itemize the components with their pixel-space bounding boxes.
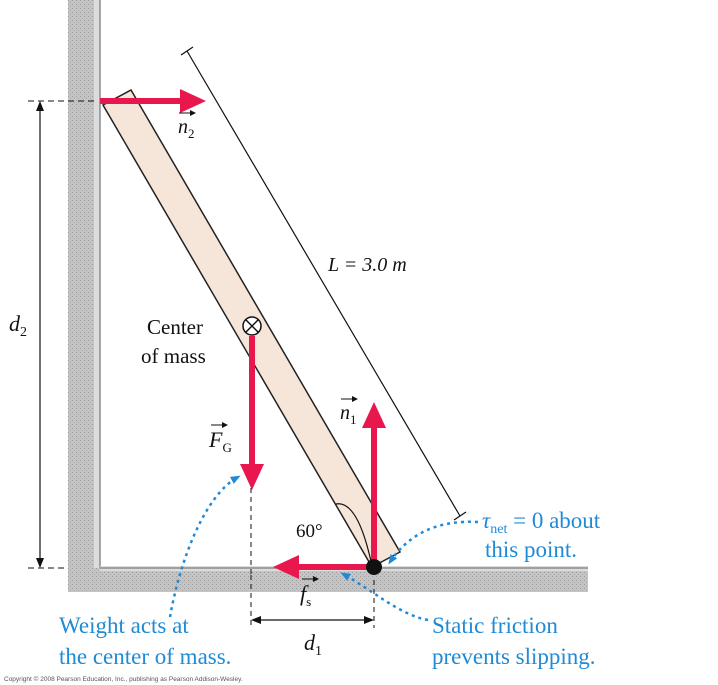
torque-tau: τ bbox=[482, 508, 491, 533]
torque-rest: = 0 about bbox=[507, 508, 600, 533]
fg-subscript: G bbox=[222, 440, 231, 455]
torque-pointer-line bbox=[388, 520, 479, 565]
force-n1-arrow bbox=[362, 402, 386, 567]
n2-vector-arrow-icon bbox=[179, 110, 196, 116]
length-label: L = 3.0 m bbox=[327, 254, 407, 276]
wall bbox=[68, 0, 101, 575]
force-fg-arrow bbox=[240, 336, 264, 490]
fs-subscript: s bbox=[306, 594, 311, 609]
n1-vector-arrow-icon bbox=[341, 396, 358, 402]
d1-letter: d bbox=[304, 630, 316, 655]
n1-letter: n bbox=[340, 402, 350, 424]
friction-annotation: Static friction prevents slipping. bbox=[432, 613, 596, 669]
n2-label: n2 bbox=[178, 116, 195, 141]
fg-letter: F bbox=[208, 427, 223, 452]
d2-subscript: 2 bbox=[20, 325, 27, 340]
center-of-mass-label: Center of mass bbox=[141, 315, 208, 368]
force-fs-arrow bbox=[273, 555, 372, 579]
length-dimension-line bbox=[180, 46, 467, 521]
d1-dimension bbox=[250, 575, 375, 628]
angle-arc bbox=[335, 503, 373, 567]
fg-label: FG bbox=[208, 427, 232, 455]
torque-annotation: τnet = 0 about this point. bbox=[482, 508, 606, 562]
center-of-mass-line1: Center bbox=[147, 315, 203, 339]
weight-line1: Weight acts at bbox=[59, 613, 189, 638]
d2-dimension bbox=[28, 100, 96, 569]
weight-line2: the center of mass. bbox=[59, 644, 231, 669]
d1-label: d1 bbox=[304, 630, 322, 659]
pivot-point bbox=[366, 559, 382, 575]
n2-subscript: 2 bbox=[188, 126, 195, 141]
d1-subscript: 1 bbox=[315, 644, 322, 659]
fs-vector-arrow-icon bbox=[302, 576, 319, 582]
weight-annotation: Weight acts at the center of mass. bbox=[59, 613, 231, 669]
d2-letter: d bbox=[9, 311, 21, 336]
fs-letter: f bbox=[300, 581, 309, 606]
torque-line2: this point. bbox=[485, 537, 577, 562]
center-of-mass-icon bbox=[242, 316, 262, 336]
force-n2-arrow bbox=[100, 89, 206, 113]
fs-label: fs bbox=[300, 581, 311, 609]
weight-pointer-line bbox=[168, 475, 241, 618]
friction-line1: Static friction bbox=[432, 613, 558, 638]
angle-label: 60° bbox=[296, 521, 323, 542]
friction-pointer-line bbox=[340, 572, 429, 622]
fg-vector-arrow-icon bbox=[211, 422, 228, 428]
n2-letter: n bbox=[178, 116, 188, 138]
d2-label: d2 bbox=[9, 311, 27, 340]
n1-subscript: 1 bbox=[350, 412, 357, 427]
copyright-text: Copyright © 2008 Pearson Education, Inc.… bbox=[4, 675, 243, 683]
torque-subscript: net bbox=[490, 522, 507, 537]
friction-line2: prevents slipping. bbox=[432, 644, 596, 669]
center-of-mass-line2: of mass bbox=[141, 344, 206, 368]
n1-label: n1 bbox=[340, 402, 357, 427]
